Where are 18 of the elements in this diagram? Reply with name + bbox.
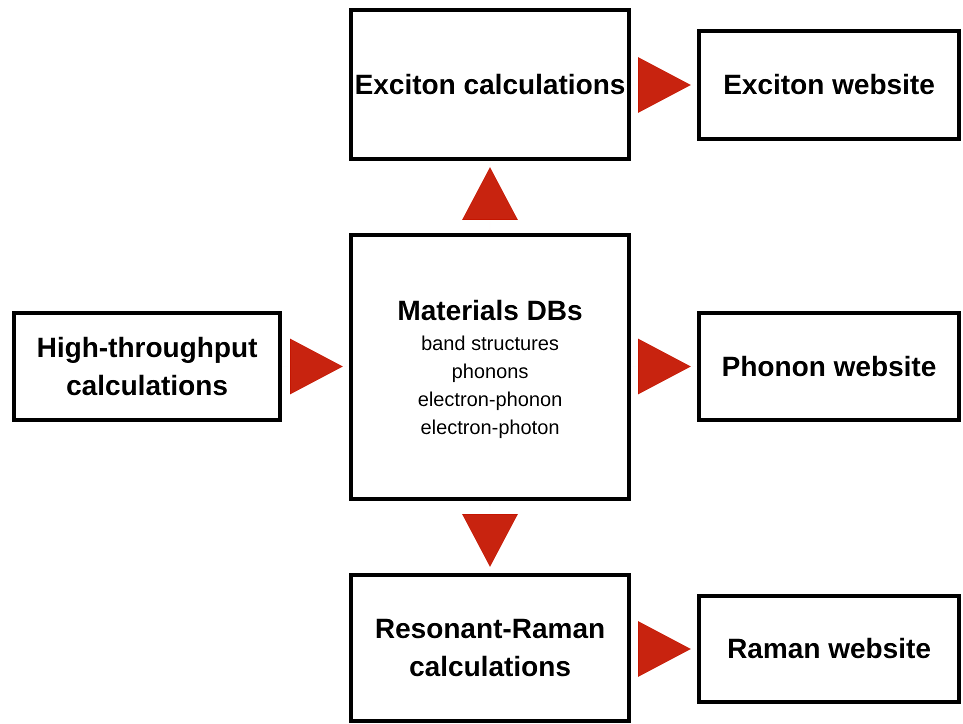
process-box	[697, 594, 961, 704]
box-title: Resonant-Raman calculations	[374, 612, 606, 684]
process-box	[697, 29, 961, 141]
box-text: electron-photon	[420, 416, 560, 441]
process-box	[349, 233, 631, 501]
process-box	[349, 573, 631, 723]
box-title: Exciton calculations	[354, 68, 626, 102]
process-box	[12, 311, 282, 422]
process-box	[697, 311, 961, 422]
process-box	[349, 8, 631, 161]
box-title: Phonon website	[722, 350, 936, 384]
box-title: Raman website	[727, 632, 931, 666]
box-text: phonons	[452, 360, 528, 385]
box-title: High-throughput calculations	[36, 330, 258, 402]
box-title: Materials DBs	[397, 294, 583, 328]
box-title: Exciton website	[723, 68, 935, 102]
box-text: electron-phonon	[418, 388, 562, 413]
box-text: band structures	[421, 332, 559, 357]
